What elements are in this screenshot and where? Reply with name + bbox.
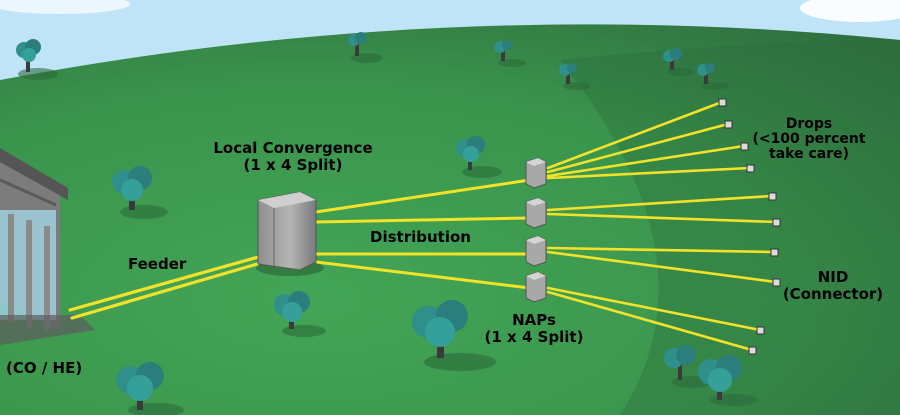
- nid-terminal-icon: [740, 142, 749, 151]
- local-convergence-label: Local Convergence (1 x 4 Split): [198, 140, 388, 174]
- drops-title: Drops: [785, 116, 833, 132]
- nid-terminal-icon: [768, 192, 777, 201]
- tree-group: [16, 32, 758, 415]
- nid-terminal-icon: [770, 248, 779, 257]
- nap-box-icon: [525, 157, 547, 189]
- distribution-fiber: [314, 260, 532, 290]
- nid-terminal-icon: [746, 164, 755, 173]
- tree-icon: [112, 166, 168, 219]
- nap-boxes: [525, 157, 547, 303]
- feeder-label: Feeder: [128, 255, 187, 273]
- drop-fiber: [546, 166, 752, 180]
- drop-fiber: [546, 194, 774, 212]
- feeder-fiber: [68, 254, 264, 312]
- tree-icon: [698, 355, 758, 406]
- drop-fiber: [546, 286, 762, 332]
- ground-shadow: [560, 40, 900, 415]
- tree-icon: [663, 48, 695, 76]
- drops-note-line1: (<100 percent: [752, 131, 866, 147]
- nid-terminal-icon: [772, 218, 781, 227]
- local-convergence-title: Local Convergence: [213, 139, 373, 157]
- cloud: [800, 0, 900, 22]
- drop-fiber: [546, 212, 778, 224]
- building-icon: [0, 148, 95, 345]
- tree-icon: [456, 136, 502, 178]
- central-office-label: (CO / HE): [6, 359, 83, 377]
- naps-title: NAPs: [512, 311, 556, 329]
- tree-icon: [697, 63, 729, 90]
- nid-terminals: [718, 98, 781, 355]
- naps-label: NAPs (1 x 4 Split): [474, 312, 594, 346]
- tree-icon: [274, 291, 326, 337]
- nid-title: NID: [817, 268, 849, 286]
- nid-terminal-icon: [748, 346, 757, 355]
- nid-terminal-icon: [756, 326, 765, 335]
- local-convergence-split: (1 x 4 Split): [243, 156, 343, 174]
- tree-icon: [494, 40, 526, 67]
- tree-icon: [16, 39, 58, 80]
- drops-label: Drops (<100 percent take care): [744, 117, 874, 162]
- fiber-lines: [68, 100, 778, 352]
- tree-icon: [116, 362, 184, 415]
- drop-fiber: [546, 122, 730, 174]
- cabinet-icon: [256, 191, 324, 276]
- cloud: [0, 0, 130, 14]
- nid-label: NID (Connector): [770, 269, 896, 303]
- feeder-fiber: [70, 260, 266, 320]
- tree-icon: [348, 32, 383, 63]
- nid-terminal-icon: [724, 120, 733, 129]
- nid-connector: (Connector): [782, 285, 884, 303]
- nid-terminal-icon: [772, 278, 781, 287]
- distribution-label: Distribution: [370, 228, 471, 246]
- drop-fiber: [546, 250, 778, 284]
- drop-fiber: [546, 290, 754, 352]
- nap-box-icon: [525, 197, 547, 229]
- drop-fiber: [546, 100, 724, 170]
- nid-terminal-icon: [718, 98, 727, 107]
- drop-fiber: [546, 144, 746, 178]
- tree-icon: [559, 63, 591, 90]
- nap-box-icon: [525, 235, 547, 267]
- naps-split: (1 x 4 Split): [484, 328, 584, 346]
- distribution-fiber: [314, 216, 532, 224]
- drops-note-line2: take care): [769, 146, 849, 162]
- distribution-fiber: [314, 178, 532, 214]
- tree-icon: [664, 345, 712, 388]
- tree-icon: [412, 300, 496, 371]
- nap-box-icon: [525, 271, 547, 303]
- drop-fiber: [546, 246, 776, 254]
